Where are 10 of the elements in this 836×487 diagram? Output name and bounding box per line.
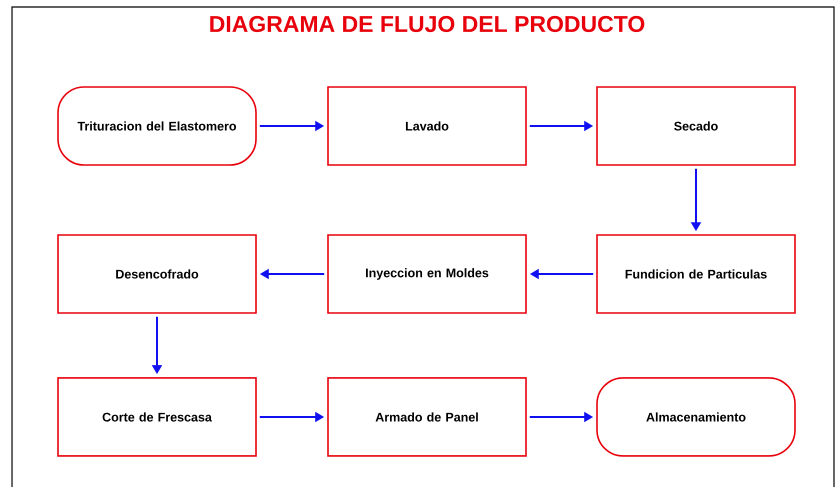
process-box: Corte de Frescasa <box>57 377 257 457</box>
process-box: Fundicion de Particulas <box>596 234 796 314</box>
terminal-box: Trituracion del Elastomero <box>57 86 257 166</box>
process-box: Lavado <box>327 86 527 166</box>
process-box: Inyeccion en Moldes <box>327 234 527 314</box>
process-box: Desencofrado <box>57 234 257 314</box>
title: DIAGRAMA DE FLUJO DEL PRODUCTO <box>210 16 644 32</box>
terminal-box: Almacenamiento <box>596 377 796 457</box>
process-box: Armado de Panel <box>327 377 527 457</box>
process-box: Secado <box>596 86 796 166</box>
